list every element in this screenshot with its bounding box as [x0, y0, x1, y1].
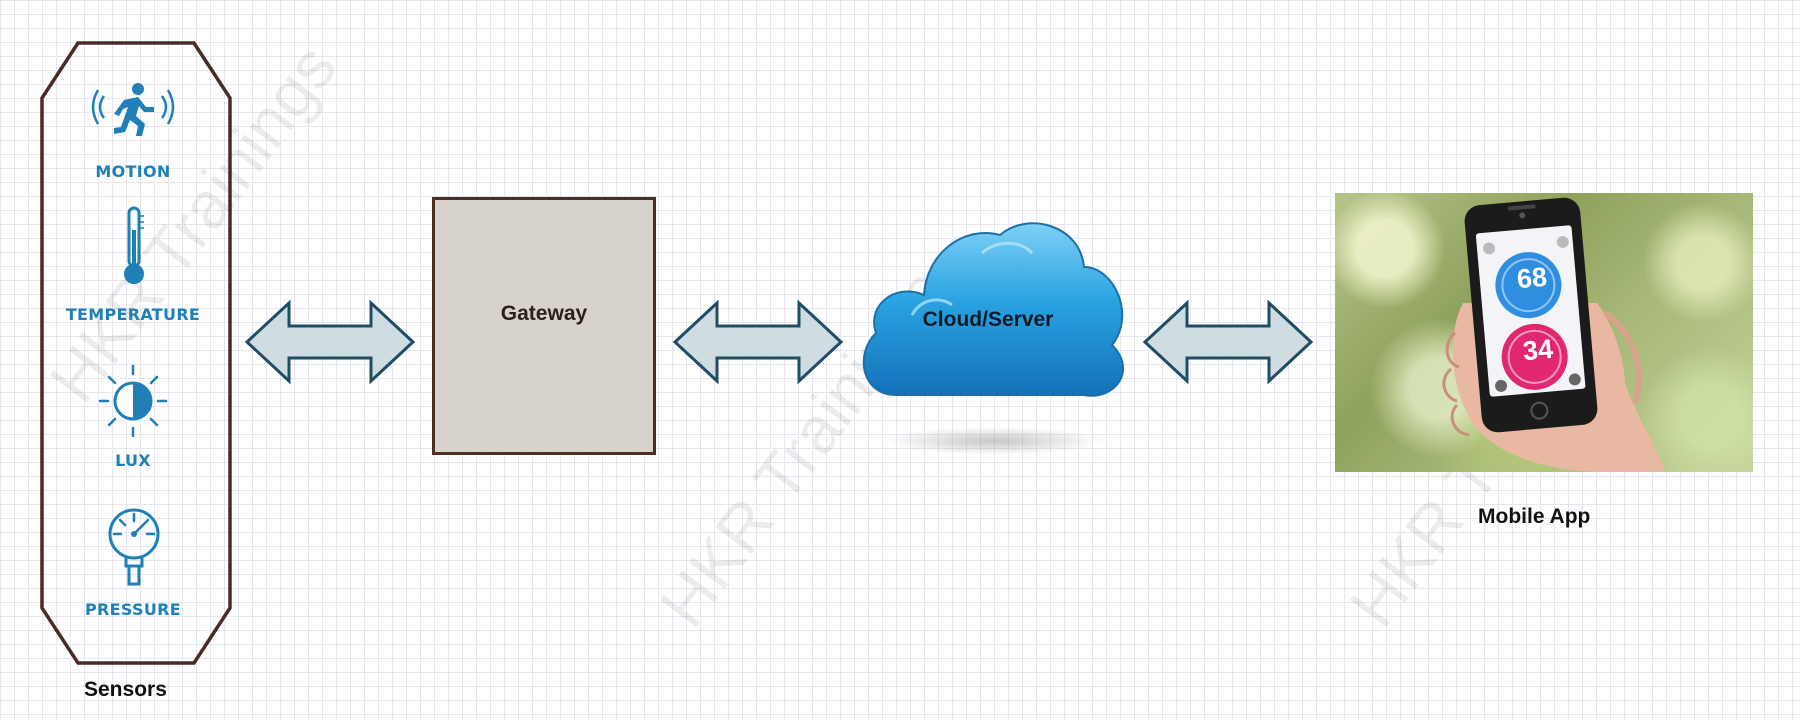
sensor-label-temperature: TEMPERATURE: [65, 305, 201, 324]
cloud-label: Cloud/Server: [922, 308, 1054, 331]
arrow-gateway-cloud: [672, 300, 844, 384]
gateway-label: Gateway: [500, 302, 588, 325]
arrow-cloud-mobile: [1142, 300, 1314, 384]
cloud-icon: [862, 222, 1125, 455]
pressure-gauge-icon: [108, 508, 160, 586]
reading-top-value: 68: [1515, 261, 1549, 295]
mobile-app-caption: Mobile App: [1478, 505, 1591, 528]
mobile-app-photo: 68 34: [1335, 193, 1753, 472]
sensor-label-motion: MOTION: [95, 162, 171, 181]
arrow-sensors-gateway: [244, 300, 416, 384]
hand-holding-phone-illustration: [1442, 197, 1665, 472]
sensor-label-lux: LUX: [115, 451, 151, 470]
reading-bottom-value: 34: [1521, 333, 1555, 367]
motion-icon: [91, 83, 175, 136]
sensors-container: [40, 41, 232, 665]
thermometer-icon: [124, 206, 144, 284]
sensors-caption: Sensors: [84, 678, 167, 701]
gateway-box: Gateway: [432, 197, 656, 455]
lux-icon: [98, 364, 168, 438]
sensor-label-pressure: PRESSURE: [85, 600, 181, 619]
